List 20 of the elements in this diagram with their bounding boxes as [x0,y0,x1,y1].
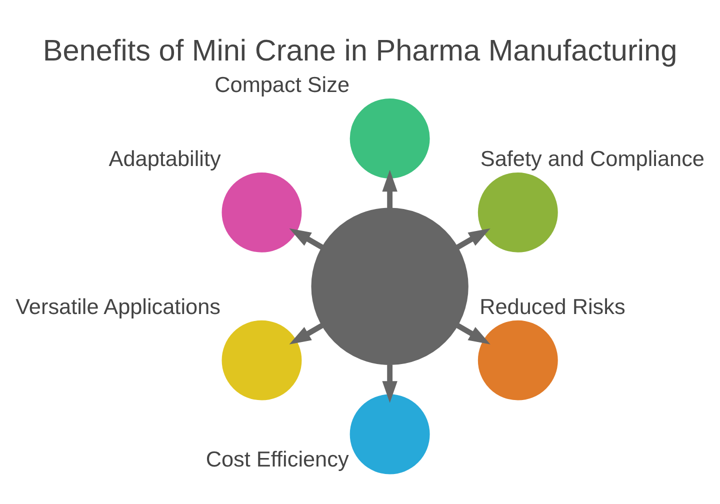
node-circle [311,207,468,364]
node-circle [478,172,558,252]
arrow [456,322,490,344]
node-label: Cost Efficiency [206,446,349,472]
node-circle [350,394,430,474]
arrow [289,322,324,344]
node-label: Safety and Compliance [480,146,704,171]
diagram-title: Benefits of Mini Crane in Pharma Manufacturing [42,34,678,68]
arrow [456,228,490,250]
node-label: Versatile Applications [16,293,220,318]
arrow [382,364,398,402]
node-circle [222,320,302,400]
node-circle [350,98,430,178]
node-label: Compact Size [214,72,350,97]
node-label: Adaptability [108,146,221,171]
node-circle [222,172,302,252]
arrow [382,169,398,208]
node-label: Reduced Risks [480,293,626,318]
arrow [289,228,324,250]
node-circle [478,320,558,400]
